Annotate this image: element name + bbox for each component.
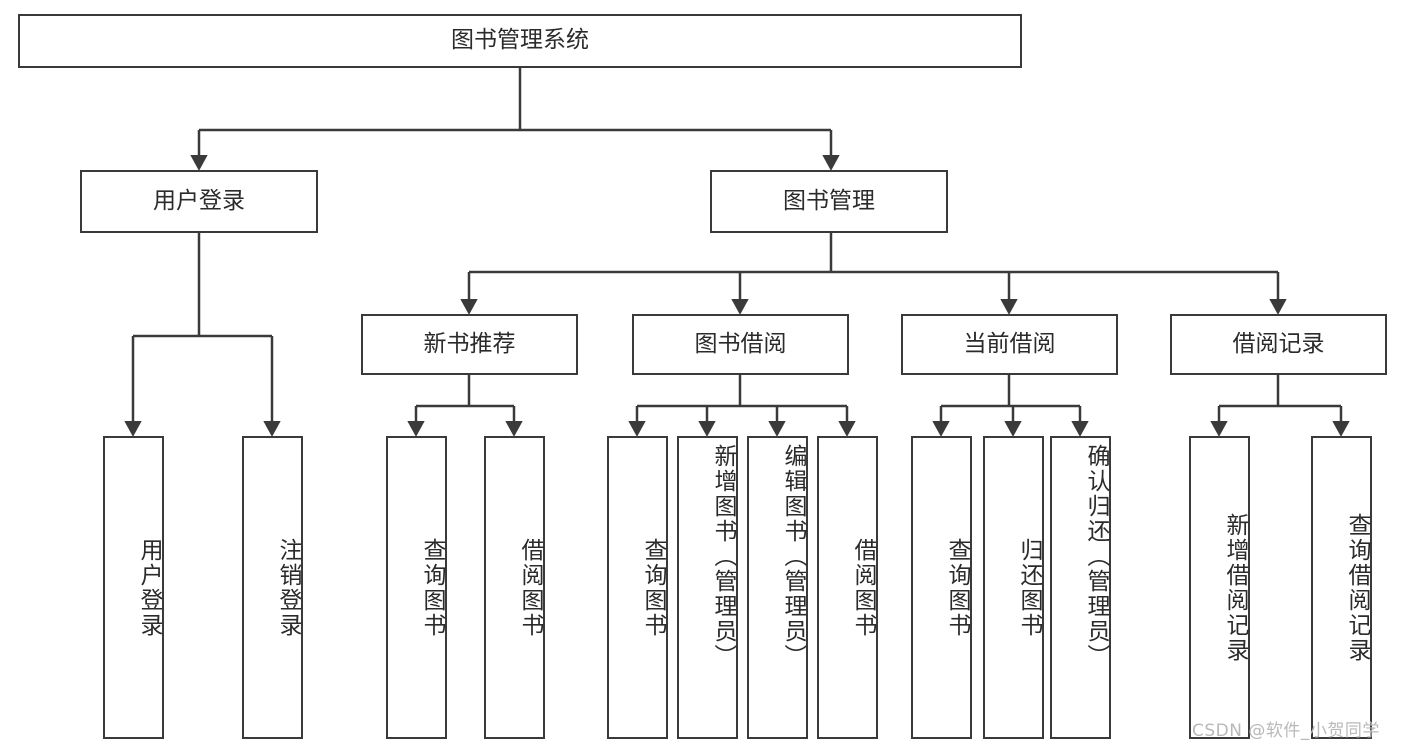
node-current-borrow-label: 当前借阅 bbox=[963, 330, 1056, 357]
leaf-borrow-book-rec[interactable]: 借阅图书 bbox=[484, 436, 545, 739]
leaf-query-book-rec[interactable]: 查询图书 bbox=[386, 436, 447, 739]
leaf-logout[interactable]: 注销登录 bbox=[242, 436, 303, 739]
node-borrow-record-label: 借阅记录 bbox=[1232, 330, 1325, 357]
node-root-label: 图书管理系统 bbox=[451, 27, 589, 54]
leaf-query-record[interactable]: 查询借阅记录 bbox=[1311, 436, 1372, 739]
leaf-add-record-label: 新增借阅记录 bbox=[1222, 512, 1248, 663]
leaf-logout-label: 注销登录 bbox=[275, 537, 301, 638]
leaf-add-book-label: 新增图书（管理员） bbox=[710, 444, 736, 669]
node-user-login-label: 用户登录 bbox=[153, 187, 245, 214]
leaf-query-record-label: 查询借阅记录 bbox=[1344, 512, 1370, 663]
node-user-login[interactable]: 用户登录 bbox=[80, 170, 318, 233]
node-current-borrow[interactable]: 当前借阅 bbox=[901, 314, 1118, 375]
leaf-confirm-return[interactable]: 确认归还（管理员） bbox=[1050, 436, 1111, 739]
leaf-query-book-borrow[interactable]: 查询图书 bbox=[607, 436, 668, 739]
node-book-borrow[interactable]: 图书借阅 bbox=[632, 314, 849, 375]
node-root[interactable]: 图书管理系统 bbox=[18, 14, 1022, 68]
node-book-manage[interactable]: 图书管理 bbox=[710, 170, 948, 233]
node-new-book-recommend[interactable]: 新书推荐 bbox=[361, 314, 578, 375]
leaf-query-book-current-label: 查询图书 bbox=[944, 537, 970, 638]
leaf-return-book[interactable]: 归还图书 bbox=[983, 436, 1044, 739]
leaf-user-login[interactable]: 用户登录 bbox=[103, 436, 164, 739]
leaf-query-book-borrow-label: 查询图书 bbox=[640, 537, 666, 638]
leaf-add-record[interactable]: 新增借阅记录 bbox=[1189, 436, 1250, 739]
leaf-query-book-rec-label: 查询图书 bbox=[419, 537, 445, 638]
leaf-borrow-book[interactable]: 借阅图书 bbox=[817, 436, 878, 739]
watermark: CSDN @软件_小贺同学 bbox=[1192, 721, 1380, 741]
leaf-borrow-book-rec-label: 借阅图书 bbox=[517, 537, 543, 638]
leaf-edit-book[interactable]: 编辑图书（管理员） bbox=[747, 436, 808, 739]
leaf-confirm-return-label: 确认归还（管理员） bbox=[1083, 444, 1109, 669]
leaf-user-login-label: 用户登录 bbox=[136, 537, 162, 638]
node-book-borrow-label: 图书借阅 bbox=[694, 330, 787, 357]
node-borrow-record[interactable]: 借阅记录 bbox=[1170, 314, 1387, 375]
leaf-edit-book-label: 编辑图书（管理员） bbox=[780, 444, 806, 669]
node-book-manage-label: 图书管理 bbox=[783, 187, 875, 214]
node-new-book-recommend-label: 新书推荐 bbox=[423, 330, 516, 357]
leaf-borrow-book-label: 借阅图书 bbox=[850, 537, 876, 638]
leaf-query-book-current[interactable]: 查询图书 bbox=[911, 436, 972, 739]
leaf-return-book-label: 归还图书 bbox=[1016, 537, 1042, 638]
leaf-add-book[interactable]: 新增图书（管理员） bbox=[677, 436, 738, 739]
